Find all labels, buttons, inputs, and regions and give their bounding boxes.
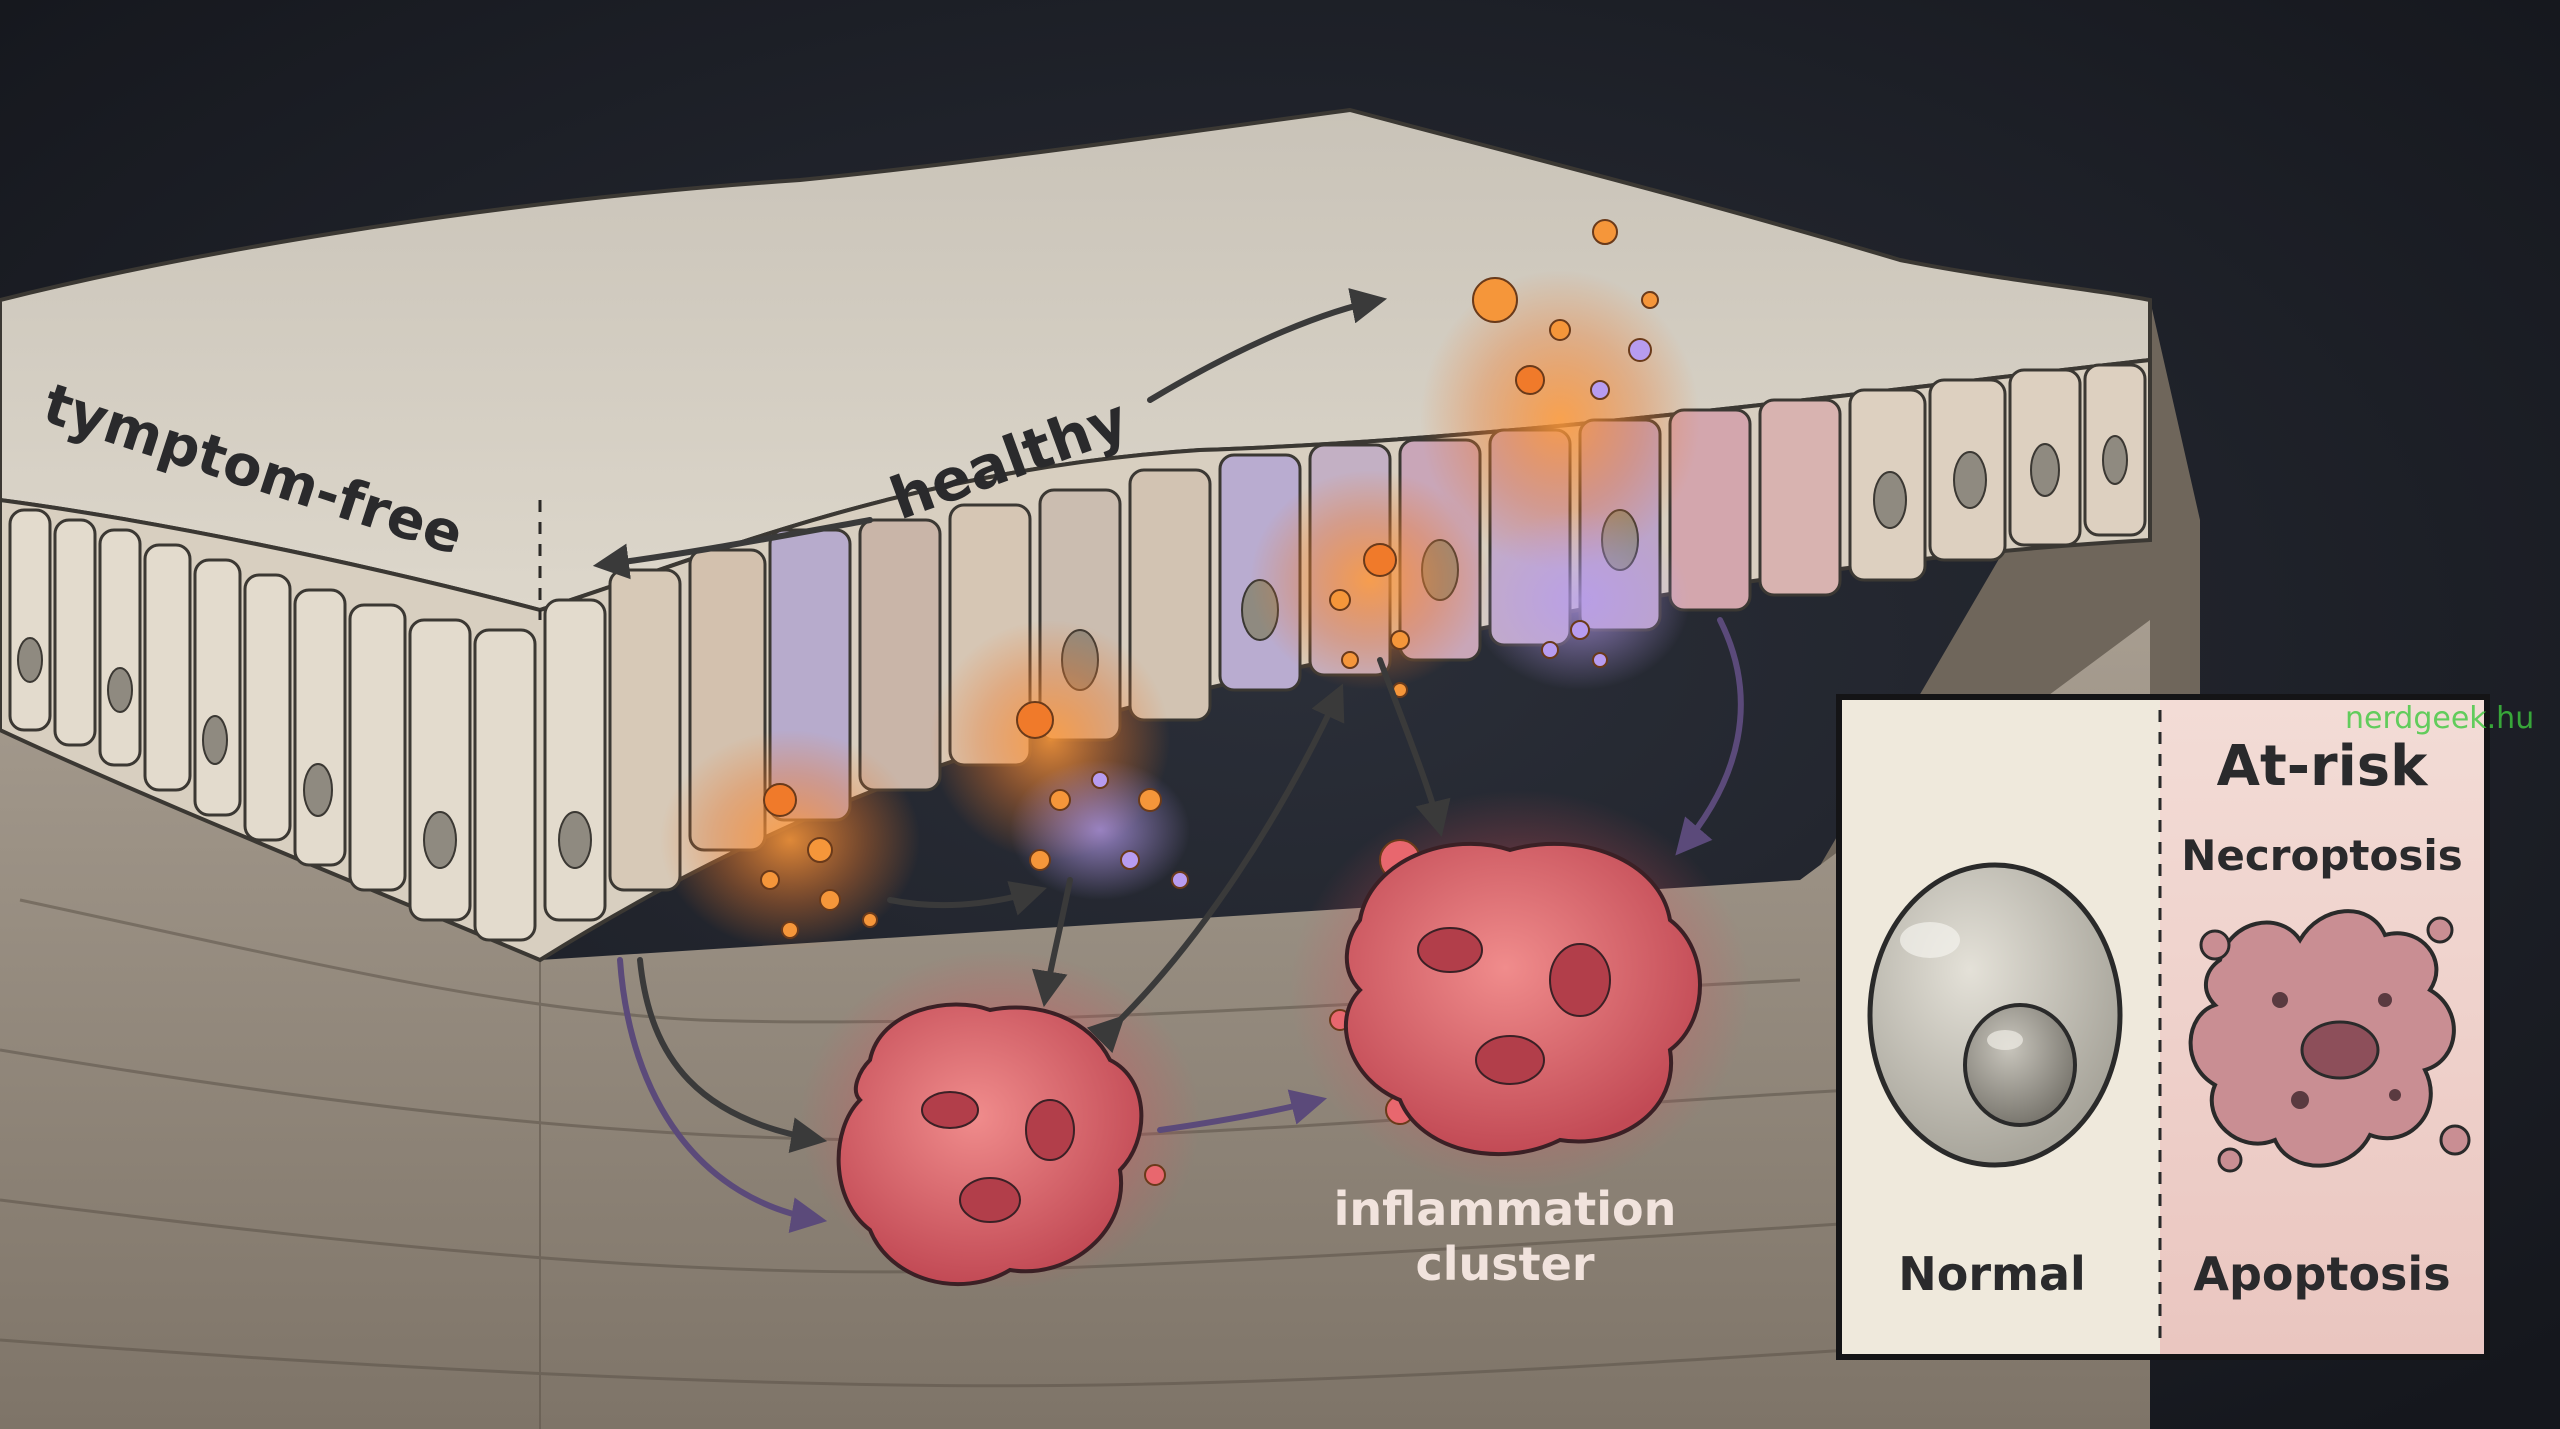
inset-normal-label: Normal <box>1898 1247 2086 1301</box>
inflammation-cluster-left <box>836 1002 1144 1286</box>
comparison-inset: Normal At-risk Necroptosis Apoptosis <box>1836 694 2490 1360</box>
inset-at-risk-title: At-risk <box>2217 734 2429 799</box>
label-inflammation-line2: cluster <box>1415 1237 1594 1291</box>
arrow-lesion-to-mid <box>887 881 1047 916</box>
inset-apoptosis-label: Apoptosis <box>2193 1247 2450 1301</box>
arrow-top-to-right-cluster <box>1377 657 1451 837</box>
watermark: nerdgeek.hu <box>2345 701 2534 736</box>
pathway-arrows <box>592 288 1744 1233</box>
inset-necroptosis-label: Necroptosis <box>2181 831 2463 880</box>
apoptotic-cell-illustration <box>2188 909 2471 1173</box>
inflammation-cluster-right <box>1343 841 1702 1157</box>
arrow-right-cells-down <box>1675 617 1744 856</box>
label-inflammation-line1: inflammation <box>1334 1182 1677 1236</box>
arrow-cluster-to-cluster <box>1157 1089 1327 1133</box>
arrow-healthy-to-left <box>592 517 873 580</box>
arrow-left-curve-1 <box>637 957 828 1154</box>
arrow-left-curve-2 <box>617 957 828 1233</box>
arrow-healthy-to-right <box>1147 288 1388 403</box>
arrow-cluster-bidirectional <box>1086 683 1345 1054</box>
normal-cell-illustration <box>1867 862 2123 1168</box>
arrow-mid-to-cluster <box>1031 877 1073 1008</box>
